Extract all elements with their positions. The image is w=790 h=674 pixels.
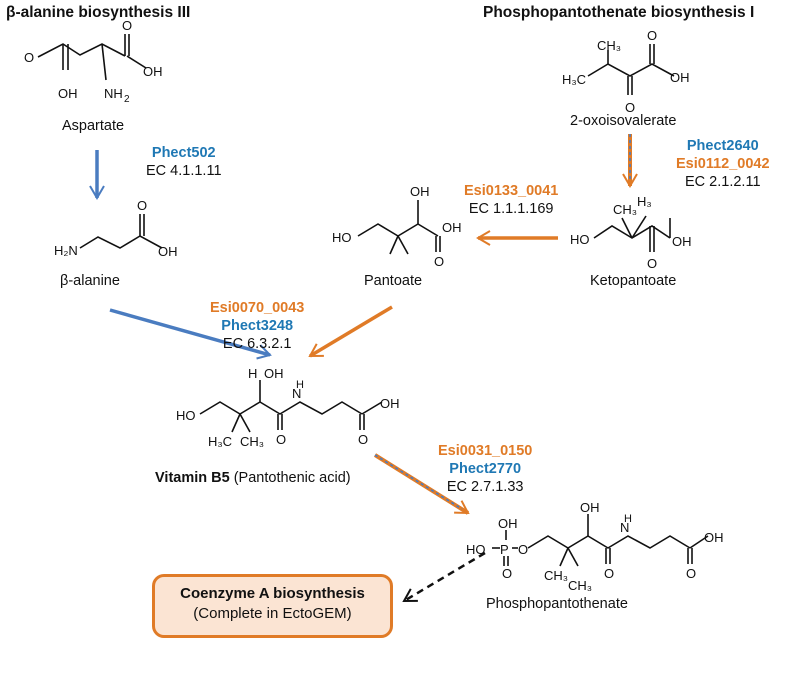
svg-text:H: H: [624, 513, 632, 525]
svg-text:OH: OH: [670, 70, 690, 85]
arrow-dual-color-overlay-b5: [374, 454, 463, 510]
svg-text:2: 2: [124, 94, 130, 105]
svg-text:H: H: [248, 366, 257, 381]
ec-number: EC 2.1.2.11: [685, 174, 761, 190]
svg-text:O: O: [604, 566, 614, 581]
reaction-aspartate-decarboxylase: Phect502 EC 4.1.1.11: [146, 144, 222, 180]
svg-text:N: N: [620, 520, 629, 535]
svg-text:O: O: [502, 566, 512, 581]
vitamin-b5-name: Vitamin B5: [155, 470, 230, 486]
svg-text:O: O: [647, 28, 657, 43]
pantoate-structure: [357, 200, 441, 255]
ketopantoate-structure: [593, 215, 671, 252]
compound-pantoate: Pantoate: [364, 273, 423, 289]
gene-label: Phect2770: [449, 461, 522, 477]
reaction-ketopantoate-hydroxymethyltransferase: Phect2640 Esi0112_0042 EC 2.1.2.11: [676, 137, 770, 191]
svg-text:OH: OH: [143, 64, 163, 79]
ec-number: EC 6.3.2.1: [222, 336, 292, 352]
svg-text:H₃C: H₃C: [562, 72, 586, 87]
arrow-pantoate-to-b5: [308, 305, 393, 358]
compound-2-oxoisovalerate: 2-oxoisovalerate: [570, 113, 677, 129]
compound-aspartate: Aspartate: [62, 118, 125, 134]
svg-text:O: O: [434, 254, 444, 269]
svg-text:O: O: [276, 432, 286, 447]
svg-text:O: O: [686, 566, 696, 581]
coenzyme-a-title: Coenzyme A biosynthesis: [180, 585, 365, 602]
svg-text:H: H: [296, 379, 304, 391]
gene-label: Esi0112_0042: [676, 156, 770, 172]
svg-text:CH₃: CH₃: [597, 38, 621, 53]
svg-text:O: O: [24, 50, 34, 65]
svg-text:O: O: [137, 198, 147, 213]
svg-text:HO: HO: [570, 232, 590, 247]
svg-text:HO: HO: [332, 230, 352, 245]
svg-text:OH: OH: [498, 516, 518, 531]
vitamin-b5-synonym: (Pantothenic acid): [233, 470, 351, 486]
svg-text:OH: OH: [410, 184, 430, 199]
phosphopantothenate-structure: [492, 514, 709, 567]
svg-text:OH: OH: [704, 530, 724, 545]
svg-text:OH: OH: [580, 500, 600, 515]
svg-text:HO: HO: [176, 408, 196, 423]
svg-text:O: O: [625, 100, 635, 115]
svg-text:OH: OH: [442, 220, 462, 235]
svg-text:H₃C: H₃C: [208, 434, 232, 449]
gene-label: Phect2640: [686, 138, 759, 154]
oxoisovalerate-structure: [587, 44, 675, 95]
svg-text:OH: OH: [58, 86, 78, 101]
svg-text:CH₃: CH₃: [568, 578, 592, 593]
gene-label: Esi0031_0150: [438, 443, 533, 459]
ec-number: EC 2.7.1.33: [446, 479, 524, 495]
compound-ketopantoate: Ketopantoate: [590, 273, 677, 289]
reaction-ketopantoate-reductase: Esi0133_0041 EC 1.1.1.169: [464, 182, 558, 218]
svg-text:H₂N: H₂N: [54, 243, 78, 258]
svg-text:OH: OH: [264, 366, 284, 381]
svg-text:O: O: [122, 18, 132, 33]
aspartate-structure: [37, 34, 147, 81]
beta-alanine-structure: [79, 214, 163, 249]
coenzyme-a-subtitle: (Complete in EctoGEM): [193, 605, 352, 622]
compound-phosphopantothenate: Phosphopantothenate: [486, 596, 628, 612]
svg-text:H₃: H₃: [637, 194, 652, 209]
svg-text:CH₃: CH₃: [544, 568, 568, 583]
vitamin-b5-structure: [199, 380, 383, 433]
title-phosphopantothenate-pathway: Phosphopantothenate biosynthesis I: [483, 4, 755, 21]
ec-number: EC 4.1.1.11: [146, 163, 222, 179]
gene-label: Phect3248: [221, 318, 294, 334]
svg-text:OH: OH: [672, 234, 692, 249]
arrow-beta-alanine-to-b5: [109, 308, 272, 360]
svg-text:N: N: [292, 386, 301, 401]
svg-text:OH: OH: [158, 244, 178, 259]
coenzyme-a-box: Coenzyme A biosynthesis (Complete in Ect…: [152, 574, 393, 638]
ec-number: EC 1.1.1.169: [468, 201, 554, 217]
svg-text:CH₃: CH₃: [240, 434, 264, 449]
compound-vitamin-b5: Vitamin B5 (Pantothenic acid): [155, 470, 351, 486]
title-beta-alanine-pathway: β-alanine biosynthesis III: [6, 4, 191, 21]
arrow-phospho-to-coa: [402, 551, 486, 603]
reaction-pantothenate-kinase: Esi0031_0150 Phect2770 EC 2.7.1.33: [438, 442, 532, 496]
svg-text:O: O: [358, 432, 368, 447]
svg-text:CH₃: CH₃: [613, 202, 637, 217]
gene-label: Phect502: [151, 145, 216, 161]
svg-text:O: O: [647, 256, 657, 271]
reaction-pantothenate-synthetase: Esi0070_0043 Phect3248 EC 6.3.2.1: [210, 299, 304, 353]
svg-text:HO: HO: [466, 542, 486, 557]
svg-text:NH: NH: [104, 86, 123, 101]
svg-text:OH: OH: [380, 396, 400, 411]
compound-beta-alanine: β-alanine: [60, 273, 120, 289]
gene-label: Esi0070_0043: [210, 300, 305, 316]
gene-label: Esi0133_0041: [464, 183, 559, 199]
svg-text:P: P: [500, 542, 509, 557]
svg-text:O: O: [518, 542, 528, 557]
